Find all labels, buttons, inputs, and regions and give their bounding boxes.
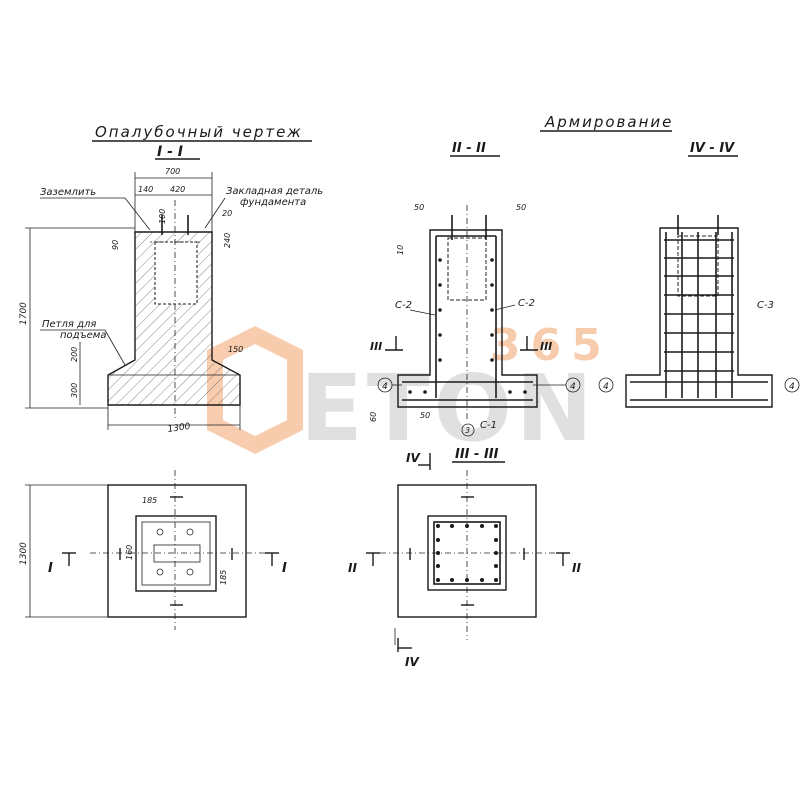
dim-185b: 185 (219, 570, 228, 585)
plan-base-outline (107, 484, 247, 618)
section-2-reinforcement: 50 50 10 60 50 C-2 C-2 C-1 3 4 4 III III (369, 203, 581, 437)
section-2-title: II - II (452, 141, 486, 156)
watermark-number: 365 (490, 320, 612, 371)
bolt-1 (156, 528, 164, 536)
mark-4a: 4 (382, 382, 388, 392)
cage-verticals (665, 232, 733, 398)
callout-4d-circle (784, 377, 800, 393)
section-2-outline (397, 229, 538, 408)
section-mark-4-bottom: IV (405, 655, 420, 669)
dim-1700: 1700 (19, 302, 29, 325)
mark-4c: 4 (603, 382, 609, 392)
formwork-title: Опалубочный чертеж (95, 123, 303, 141)
dim-90: 90 (111, 240, 120, 250)
plan-embedded-plate (153, 544, 201, 563)
note-ground: Заземлить (40, 187, 96, 198)
mark-4b: 4 (570, 382, 576, 392)
bolt-2 (186, 528, 194, 536)
dim-150: 150 (228, 345, 243, 354)
note-loop-2: подъема (60, 330, 106, 341)
mark-c1: C-1 (480, 420, 497, 431)
embedded-socket (154, 241, 198, 305)
callout-3-circle (461, 423, 475, 437)
dim-50b: 50 (516, 203, 526, 212)
mark-c2-right: C-2 (518, 298, 535, 309)
leader-embedded (204, 197, 226, 229)
note-embedded-2: фундамента (240, 197, 306, 208)
dim-700: 700 (165, 167, 180, 176)
dim-1300: 1300 (167, 422, 191, 435)
plan-socket-outline (141, 521, 211, 586)
section-1-title: I - I (157, 144, 183, 160)
dim-185a: 185 (142, 496, 157, 505)
section-cut-2-right: II (556, 552, 581, 575)
dim-10: 10 (396, 245, 405, 255)
dim-60: 60 (369, 412, 378, 422)
dim-20: 20 (222, 209, 232, 218)
cage-horizontals (664, 239, 734, 372)
foundation-concrete-body (107, 231, 241, 406)
section-3-title: III - III (455, 447, 499, 462)
mark-c3: C-3 (757, 300, 774, 311)
section-cut-3-right: III (520, 336, 552, 353)
plan-view-formwork: 1300 185 160 185 I I (19, 470, 287, 630)
section-mark-3-right: III (540, 340, 552, 353)
section-mark-2-right: II (572, 561, 581, 575)
section-mark-3-left: III (370, 340, 382, 353)
section-cut-1-left: I (48, 552, 76, 576)
mark-4d: 4 (789, 382, 795, 392)
dim-420: 420 (170, 185, 185, 194)
socket-dashed (447, 237, 487, 301)
plan-3-rebar-dots (436, 524, 498, 582)
watermark: 365 ETON (207, 320, 612, 462)
section-cut-3-left: III (370, 336, 403, 353)
mark-c2-left: C-2 (395, 300, 412, 311)
section-4-reinforcement: C-3 4 4 (598, 215, 800, 408)
watermark-brand: ETON (300, 355, 597, 462)
section-4-title: IV - IV (690, 141, 735, 156)
dim-240: 240 (223, 233, 232, 248)
bolt-4 (186, 568, 194, 576)
reinforcement-title: Армирование (544, 113, 673, 131)
dim-300: 300 (70, 383, 79, 398)
bolt-3 (156, 568, 164, 576)
section-cut-1-right: I (265, 552, 287, 576)
mark-3: 3 (465, 426, 470, 435)
section-1-elevation: 700 140 420 100 20 90 240 1700 200 300 1… (19, 167, 323, 435)
dim-200: 200 (70, 347, 79, 362)
section-mark-4-top: IV (406, 451, 421, 465)
dim-100: 100 (158, 209, 167, 224)
note-loop-1: Петля для (42, 319, 96, 330)
dim-140: 140 (138, 185, 153, 194)
dim-50c: 50 (420, 411, 430, 420)
section-mark-1-left: I (48, 561, 53, 576)
dim-50a: 50 (414, 203, 424, 212)
rebar-dots-left (408, 258, 527, 394)
note-embedded-1: Закладная деталь (226, 186, 323, 197)
section-cut-4-bottom: IV (394, 628, 420, 669)
section-mark-2-left: II (348, 561, 357, 575)
section-cut-2-left: II (348, 552, 380, 575)
callout-4c-circle (598, 377, 614, 393)
section-3-plan: III - III II I (348, 447, 581, 669)
dim-1300v: 1300 (19, 542, 29, 565)
dim-160: 160 (125, 545, 134, 560)
plan-column-outline (135, 515, 217, 592)
section-4-outline (625, 227, 773, 408)
section-mark-1-right: I (282, 561, 287, 576)
section-cut-4-top: IV (406, 451, 431, 470)
